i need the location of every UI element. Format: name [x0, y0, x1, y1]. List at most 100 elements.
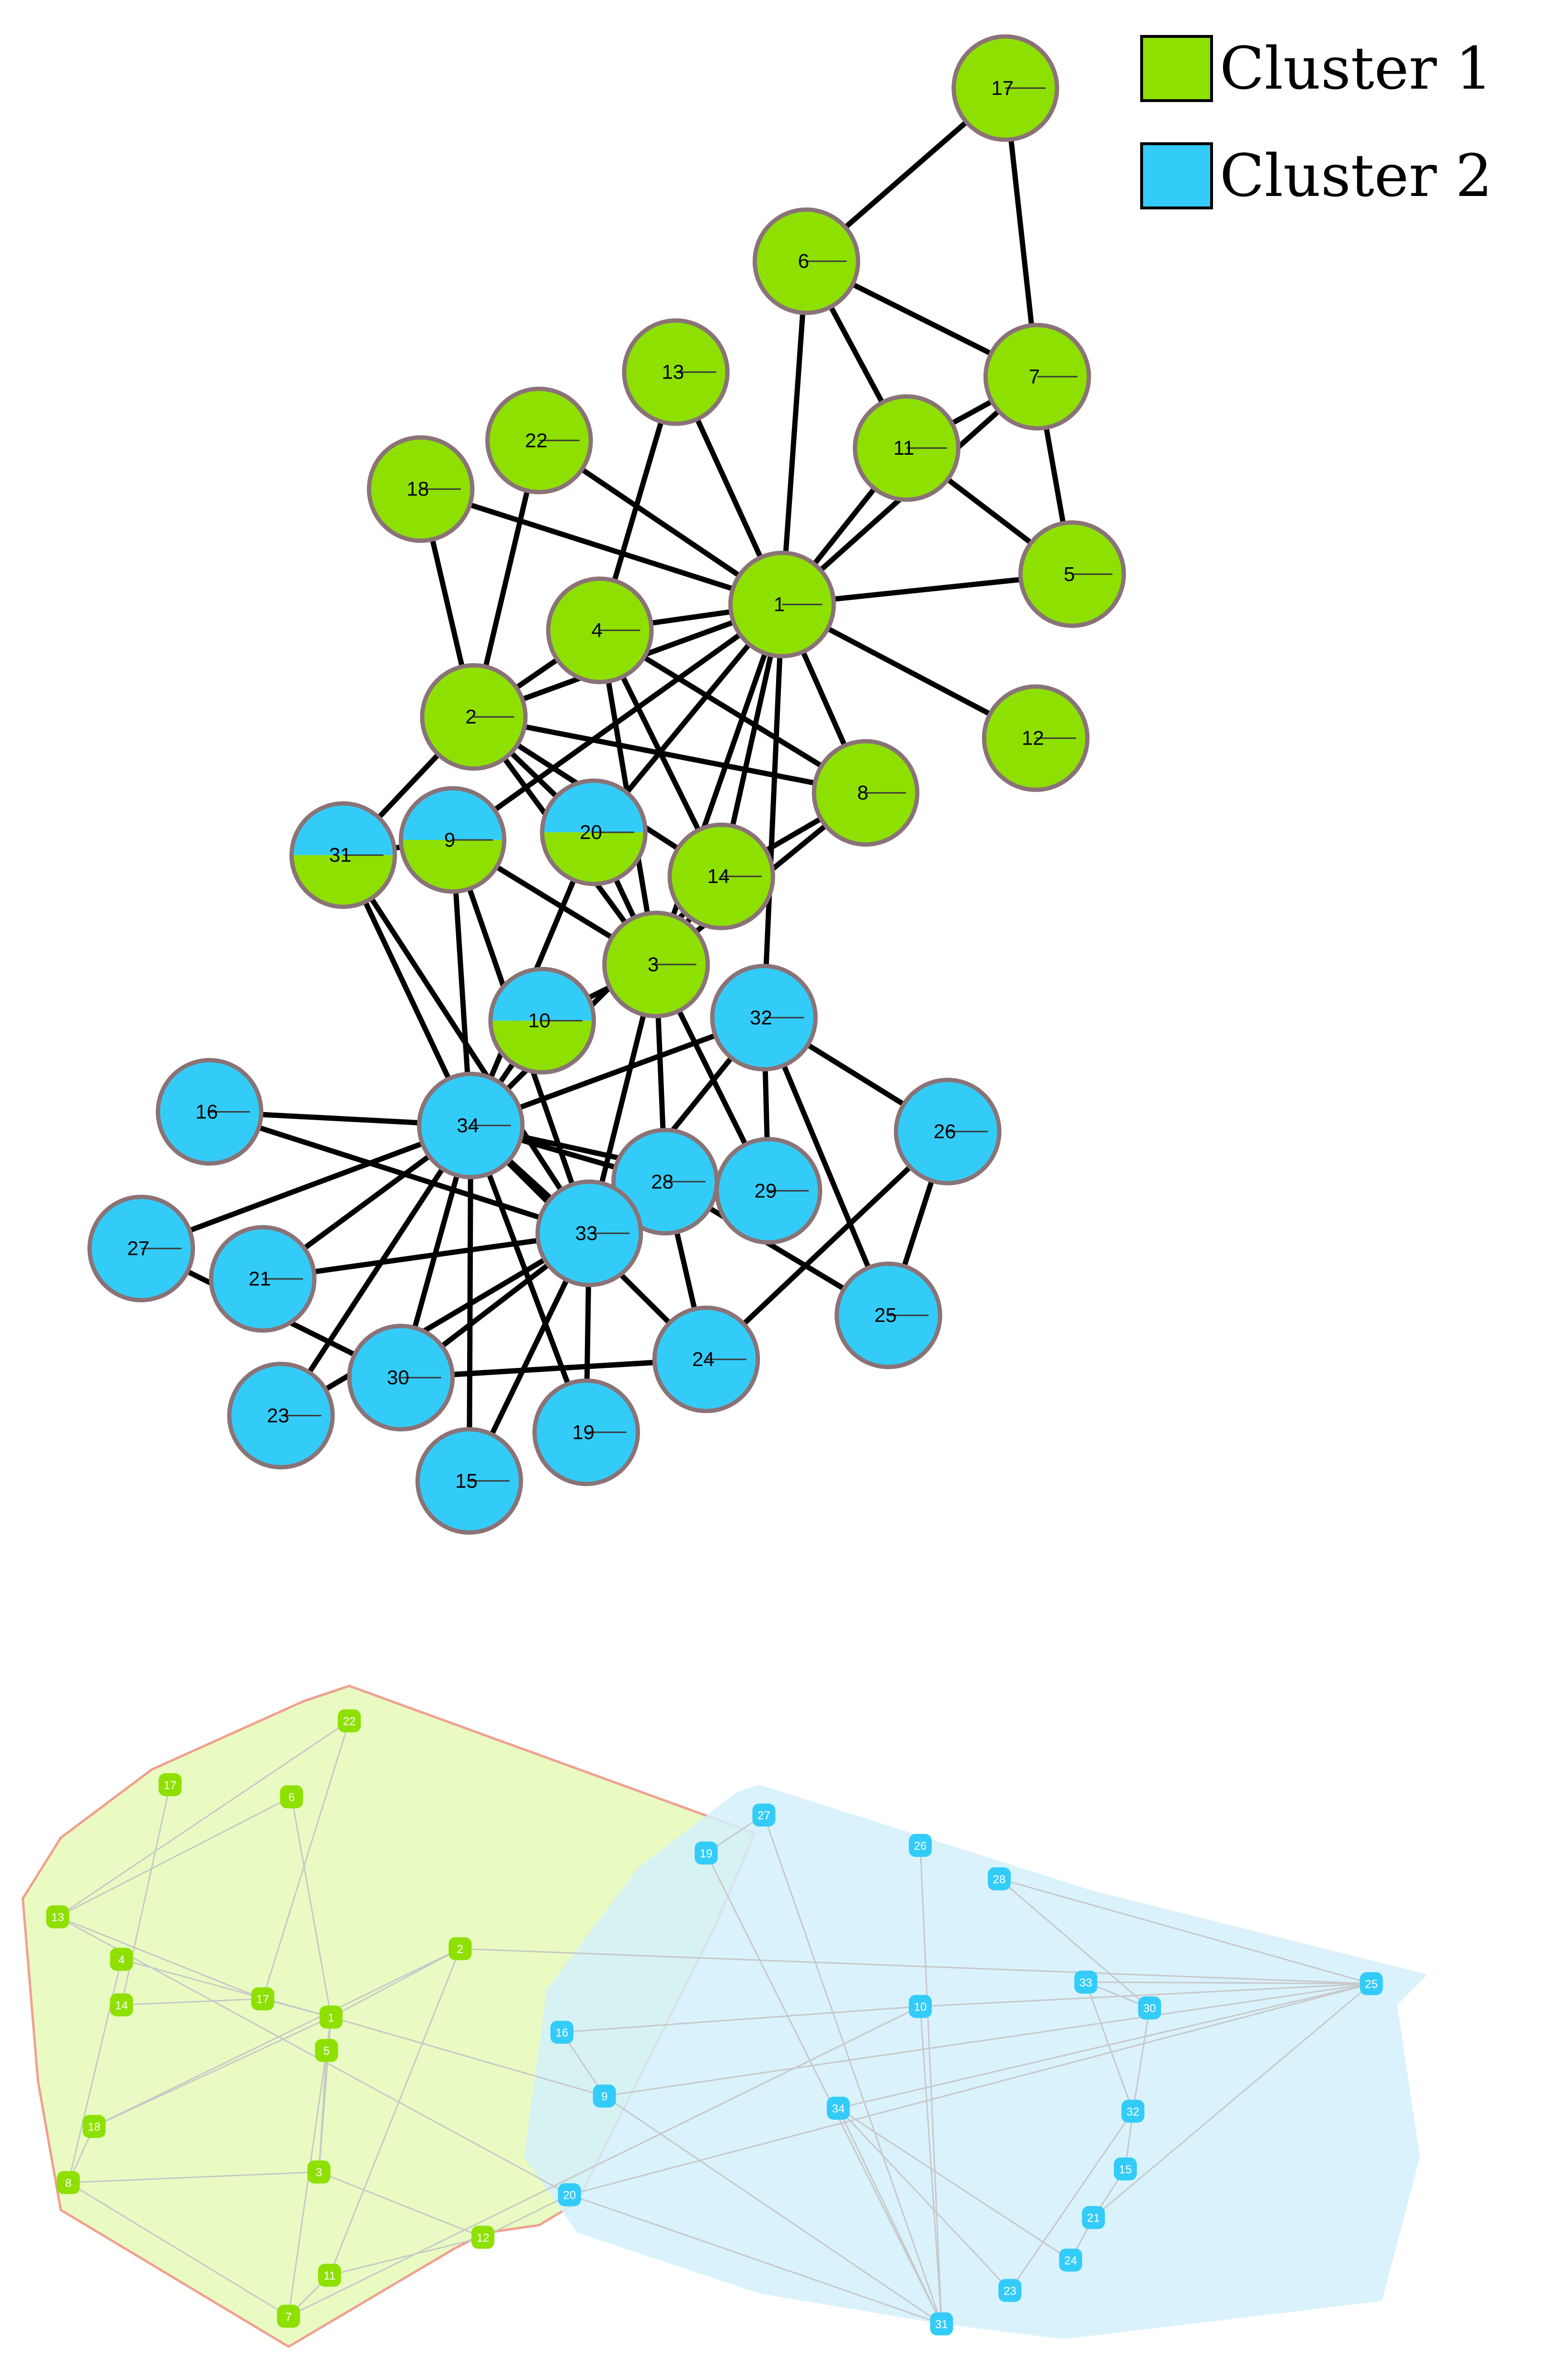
bottom-edge-55 [288, 2006, 921, 2317]
bottom-node-label: 21 [1087, 2212, 1100, 2225]
bottom-node-label: 4 [118, 1953, 125, 1966]
node-34: 34 [417, 1071, 525, 1180]
bottom-node-marker [1138, 1996, 1161, 2020]
node-7: 7 [983, 322, 1091, 431]
bottom-node-marker [318, 2263, 341, 2287]
edge-24-26 [704, 1129, 950, 1362]
node-label: 6 [798, 250, 809, 272]
bottom-node-1: 1 [320, 2005, 343, 2029]
bottom-node-marker [1113, 2157, 1137, 2181]
node-26: 26 [893, 1078, 1002, 1185]
node-16: 16 [156, 1058, 263, 1166]
node-18: 18 [366, 435, 475, 543]
node-25: 25 [835, 1261, 942, 1369]
bottom-edge-27 [763, 1814, 942, 2324]
bottom-node-marker [558, 2183, 581, 2206]
bottom-node-21: 21 [1082, 2206, 1105, 2229]
bottom-node-8: 8 [57, 2171, 80, 2194]
node-label: 22 [525, 429, 548, 451]
node-label: 32 [750, 1006, 772, 1029]
bottom-node-10: 10 [909, 1995, 932, 2018]
edge-1-9 [451, 602, 784, 842]
node-label: 7 [1029, 365, 1040, 388]
node-13: 13 [622, 318, 730, 426]
edge-19-34 [468, 1125, 589, 1434]
node-33: 33 [535, 1179, 643, 1287]
bottom-node-marker [277, 2305, 300, 2328]
bottom-node-label: 9 [601, 2090, 607, 2103]
bottom-node-marker [307, 2160, 331, 2184]
bottom-edge-0 [262, 1721, 350, 1999]
node-label: 3 [648, 953, 659, 976]
bottom-node-label: 34 [832, 2102, 845, 2115]
bottom-node-3: 3 [307, 2160, 331, 2184]
node-label: 14 [707, 865, 730, 887]
bottom-node-marker [1121, 2100, 1145, 2123]
node-label: 18 [407, 478, 429, 500]
node-15: 15 [415, 1427, 523, 1535]
bottom-node-marker [987, 1867, 1011, 1891]
node-label: 10 [528, 1009, 550, 1032]
bottom-node-marker [448, 1937, 472, 1961]
node-21: 21 [209, 1225, 317, 1333]
edge-15-34 [467, 1125, 474, 1481]
bottom-node-marker [593, 2084, 616, 2108]
node-label: 12 [1022, 727, 1044, 749]
bottom-node-marker [550, 2021, 573, 2044]
bottom-edge-32 [1085, 1982, 1134, 2112]
bottom-node-16: 16 [550, 2021, 573, 2044]
node-half-cluster-2 [542, 781, 646, 833]
bottom-graph-edges [57, 1720, 1372, 2325]
node-label: 24 [692, 1348, 715, 1370]
node-31: 31 [289, 801, 397, 909]
bottom-edge-29 [998, 1878, 1150, 2009]
bottom-node-label: 23 [1004, 2285, 1017, 2297]
cluster-2-region [524, 1784, 1428, 2339]
bottom-node-label: 25 [1365, 1978, 1378, 1991]
bottom-node-label: 32 [1126, 2105, 1139, 2118]
bottom-node-13: 13 [46, 1905, 69, 1929]
edge-2-8 [473, 714, 866, 796]
bottom-node-34: 34 [826, 2096, 850, 2120]
bottom-edge-1 [57, 1720, 350, 1918]
node-label: 20 [580, 821, 602, 843]
bottom-node-5: 5 [315, 2039, 338, 2062]
edge-23-34 [278, 1124, 473, 1417]
bottom-edge-3 [291, 1796, 332, 2018]
bottom-node-label: 20 [563, 2189, 576, 2202]
edge-6-1 [779, 261, 809, 605]
legend-item-cluster-2: Cluster 2 [1140, 142, 1493, 210]
bottom-edge-39 [919, 2006, 942, 2324]
node-8: 8 [812, 739, 920, 847]
bottom-node-marker [338, 1709, 361, 1733]
node-half-cluster-1 [401, 840, 504, 892]
node-label: 9 [444, 828, 455, 851]
bottom-edge-37 [838, 2107, 1071, 2261]
node-label: 29 [755, 1179, 777, 1202]
node-10: 10 [488, 966, 596, 1075]
bottom-node-32: 32 [1121, 2100, 1145, 2123]
bottom-edge-51 [482, 2194, 570, 2238]
bottom-node-marker [909, 1834, 932, 1857]
node-label: 30 [387, 1366, 410, 1389]
bottom-node-label: 2 [457, 1943, 463, 1956]
bottom-node-6: 6 [280, 1785, 303, 1809]
bottom-node-label: 17 [256, 1993, 269, 2006]
bottom-node-marker [930, 2312, 953, 2336]
legend-item-cluster-1: Cluster 1 [1140, 34, 1493, 103]
node-circle [399, 786, 506, 894]
bottom-node-label: 7 [286, 2310, 292, 2323]
node-label: 26 [934, 1120, 956, 1143]
bottom-edge-43 [569, 1983, 1372, 2196]
edge-1-32 [761, 604, 785, 1018]
bottom-node-label: 11 [323, 2270, 335, 2283]
bottom-node-marker [46, 1905, 69, 1929]
bottom-node-23: 23 [998, 2279, 1022, 2302]
node-label: 15 [455, 1470, 478, 1492]
node-32: 32 [710, 964, 818, 1072]
bottom-edge-5 [57, 1916, 263, 2000]
bottom-edge-13 [93, 1948, 461, 2127]
node-half-cluster-1 [490, 1021, 594, 1073]
bottom-edge-10 [331, 1948, 461, 2018]
